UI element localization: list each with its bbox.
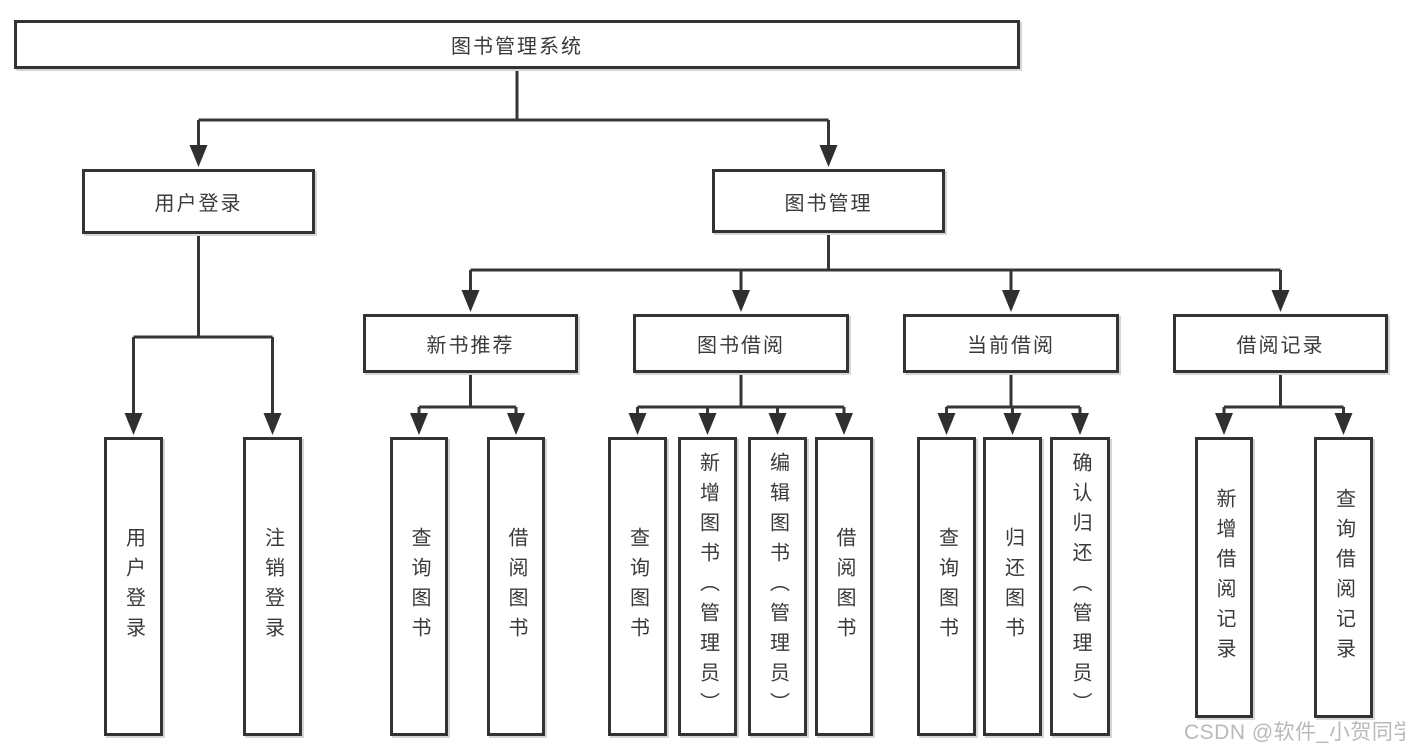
node-leaf-logout: 注销登录 xyxy=(243,437,302,736)
node-leaf-query-books-borrowing: 查询图书 xyxy=(608,437,667,736)
node-book-borrowing: 图书借阅 xyxy=(633,314,849,373)
node-borrowing-records: 借阅记录 xyxy=(1173,314,1388,373)
node-leaf-query-books-recommend: 查询图书 xyxy=(390,437,448,736)
connector-borrowing-to-leaves xyxy=(628,373,853,435)
node-leaf-query-borrow-record: 查询借阅记录 xyxy=(1314,437,1373,718)
node-leaf-query-books-current: 查询图书 xyxy=(917,437,976,736)
node-leaf-edit-books-admin: 编辑图书（管理员） xyxy=(748,437,807,736)
node-new-book-recommend: 新书推荐 xyxy=(363,314,578,373)
node-book-management-module: 图书管理 xyxy=(712,169,945,233)
connector-records-to-leaves xyxy=(1215,373,1353,435)
csdn-watermark: CSDN @软件_小贺同学 xyxy=(1184,721,1405,744)
node-user-login-module: 用户登录 xyxy=(82,169,315,234)
node-leaf-add-borrow-record: 新增借阅记录 xyxy=(1195,437,1253,718)
node-leaf-add-books-admin: 新增图书（管理员） xyxy=(678,437,737,736)
connector-userlogin-to-leaves xyxy=(124,234,282,435)
connector-newbooks-to-leaves xyxy=(410,373,525,435)
node-leaf-user-login: 用户登录 xyxy=(104,437,163,736)
node-leaf-return-books: 归还图书 xyxy=(983,437,1042,736)
connector-root-to-modules xyxy=(189,69,838,167)
node-leaf-borrow-books-recommend: 借阅图书 xyxy=(487,437,545,736)
node-system-root: 图书管理系统 xyxy=(14,20,1020,69)
node-current-borrowing: 当前借阅 xyxy=(903,314,1119,373)
connector-bookmgmt-to-sections xyxy=(461,233,1290,312)
connector-current-to-leaves xyxy=(937,373,1089,435)
node-leaf-confirm-return-admin: 确认归还（管理员） xyxy=(1050,437,1110,736)
node-leaf-borrow-books: 借阅图书 xyxy=(815,437,873,736)
